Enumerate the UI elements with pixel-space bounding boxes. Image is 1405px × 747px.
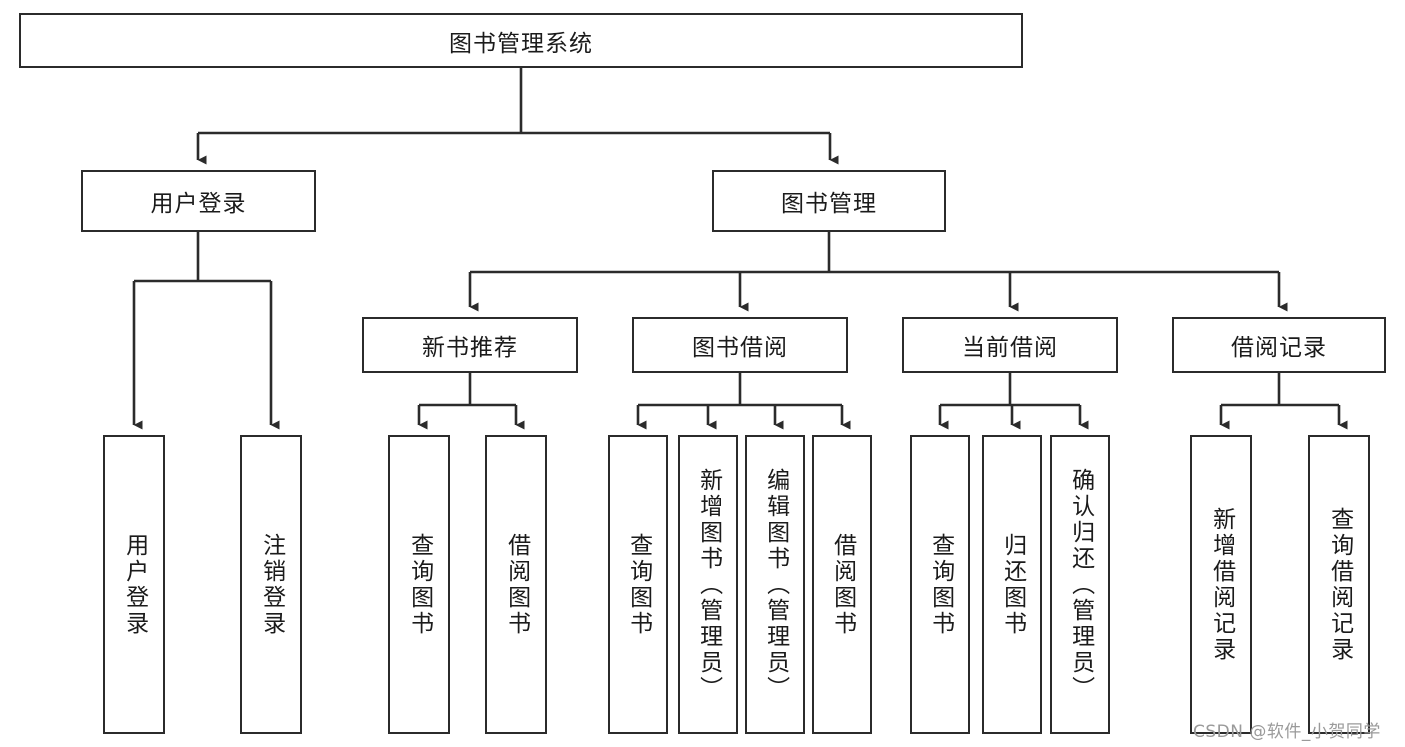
node-book-borrow[interactable]: 图书借阅 (632, 317, 848, 373)
leaf-borrow-borrow-book-label: 借阅图书 (829, 532, 856, 637)
leaf-current-confirm-return-label: 确认归还（管理员） (1067, 467, 1094, 702)
leaf-recommend-query-book[interactable]: 查询图书 (388, 435, 450, 734)
leaf-recommend-borrow-book[interactable]: 借阅图书 (485, 435, 547, 734)
leaf-current-query-book[interactable]: 查询图书 (910, 435, 970, 734)
node-root[interactable]: 图书管理系统 (19, 13, 1023, 68)
leaf-user-login[interactable]: 用户登录 (103, 435, 165, 734)
leaf-user-login-label: 用户登录 (121, 532, 148, 637)
node-book-borrow-label: 图书借阅 (692, 335, 788, 361)
leaf-recommend-borrow-book-label: 借阅图书 (503, 532, 530, 637)
node-borrow-record-label: 借阅记录 (1231, 335, 1327, 361)
node-user-login-label: 用户登录 (150, 191, 247, 217)
leaf-user-logout-label: 注销登录 (258, 532, 285, 637)
leaf-record-add[interactable]: 新增借阅记录 (1190, 435, 1252, 734)
leaf-borrow-borrow-book[interactable]: 借阅图书 (812, 435, 872, 734)
node-root-label: 图书管理系统 (449, 30, 593, 57)
leaf-record-query[interactable]: 查询借阅记录 (1308, 435, 1370, 734)
node-user-login[interactable]: 用户登录 (81, 170, 316, 232)
node-book-management-label: 图书管理 (781, 191, 877, 217)
csdn-watermark: CSDN @软件_小贺同学 (1193, 722, 1381, 742)
leaf-current-query-book-label: 查询图书 (927, 532, 954, 637)
node-new-book-recommend[interactable]: 新书推荐 (362, 317, 578, 373)
leaf-borrow-query-book[interactable]: 查询图书 (608, 435, 668, 734)
leaf-current-return-book[interactable]: 归还图书 (982, 435, 1042, 734)
leaf-borrow-edit-book[interactable]: 编辑图书（管理员） (745, 435, 805, 734)
node-current-borrow[interactable]: 当前借阅 (902, 317, 1118, 373)
node-borrow-record[interactable]: 借阅记录 (1172, 317, 1386, 373)
leaf-borrow-edit-book-label: 编辑图书（管理员） (762, 467, 789, 702)
leaf-borrow-add-book-label: 新增图书（管理员） (695, 467, 722, 702)
leaf-user-logout[interactable]: 注销登录 (240, 435, 302, 734)
node-current-borrow-label: 当前借阅 (962, 335, 1058, 361)
leaf-current-return-book-label: 归还图书 (999, 532, 1026, 637)
leaf-borrow-add-book[interactable]: 新增图书（管理员） (678, 435, 738, 734)
leaf-record-query-label: 查询借阅记录 (1326, 506, 1353, 663)
node-new-book-recommend-label: 新书推荐 (422, 335, 518, 361)
leaf-record-add-label: 新增借阅记录 (1208, 506, 1235, 663)
node-book-management[interactable]: 图书管理 (712, 170, 946, 232)
leaf-current-confirm-return[interactable]: 确认归还（管理员） (1050, 435, 1110, 734)
leaf-borrow-query-book-label: 查询图书 (625, 532, 652, 637)
leaf-recommend-query-book-label: 查询图书 (406, 532, 433, 637)
